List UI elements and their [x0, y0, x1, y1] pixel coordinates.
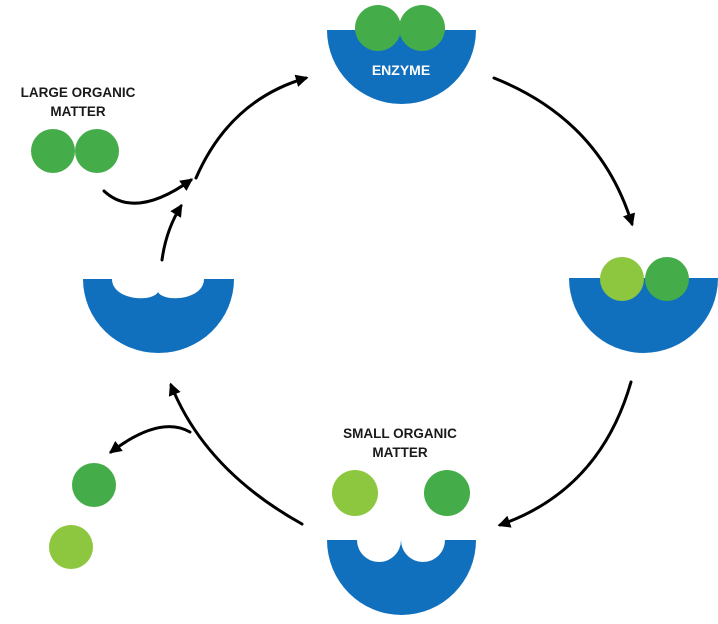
enzyme-releasing-products: SMALL ORGANIC MATTER	[327, 426, 476, 616]
small-molecule-icon	[332, 470, 378, 516]
arrow-head-icon	[108, 425, 192, 454]
arrow-head-icon	[194, 74, 309, 180]
large-organic-matter-label-line2: MATTER	[50, 104, 105, 119]
arrow-head-icon	[492, 76, 636, 227]
large-organic-matter: LARGE ORGANIC MATTER	[21, 85, 136, 173]
large-molecule-icon	[31, 129, 119, 173]
enzyme-bowl-icon	[327, 540, 476, 616]
small-molecule-icon	[600, 257, 644, 301]
arrow-head-icon	[160, 203, 183, 262]
enzyme-substrate-complex: ENZYME	[327, 5, 476, 104]
small-molecule-icon	[645, 257, 689, 301]
small-molecule-icon	[424, 470, 470, 516]
small-organic-matter-label-line2: MATTER	[372, 445, 427, 460]
small-molecule-icon	[49, 525, 93, 569]
small-molecule-icon	[72, 463, 116, 507]
arrow-head-icon	[102, 178, 194, 205]
enzyme-empty-pocket	[112, 279, 204, 299]
enzyme-label: ENZYME	[372, 62, 430, 78]
arrow-head-icon	[168, 382, 304, 526]
enzyme-split-products	[569, 257, 718, 354]
released-small-molecules	[49, 463, 116, 569]
cycle-arrows	[102, 74, 636, 528]
small-organic-matter-label-line1: SMALL ORGANIC	[343, 426, 457, 441]
enzyme-free	[83, 279, 234, 353]
enzyme-bowl-icon	[327, 30, 476, 104]
large-organic-matter-label-line1: LARGE ORGANIC	[21, 85, 136, 100]
large-molecule-icon	[355, 5, 445, 51]
arrow-head-icon	[497, 380, 633, 528]
enzyme-empty-pocket	[357, 540, 445, 562]
enzyme-bowl-icon	[83, 279, 234, 353]
enzyme-bowl-icon	[569, 278, 718, 354]
